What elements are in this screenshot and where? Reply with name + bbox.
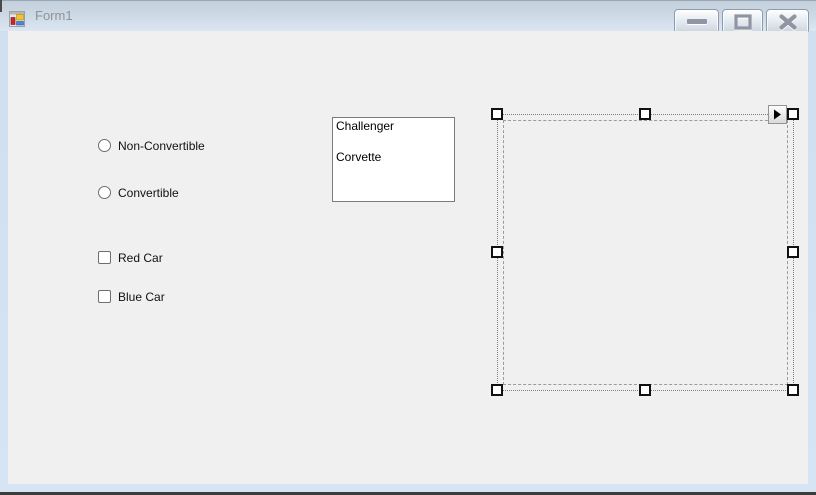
minimize-button[interactable] xyxy=(674,9,719,34)
checkbox-square-icon[interactable] xyxy=(98,251,111,264)
selection-handle-middle-left[interactable] xyxy=(491,246,503,258)
smart-tag-arrow-icon xyxy=(774,109,781,120)
radio-circle-icon[interactable] xyxy=(98,186,111,199)
checkbox-red-car[interactable]: Red Car xyxy=(98,250,163,265)
listbox-item[interactable]: Corvette xyxy=(336,150,382,164)
selection-handle-top-center[interactable] xyxy=(639,108,651,120)
selection-handle-top-right[interactable] xyxy=(787,108,799,120)
checkbox-blue-car[interactable]: Blue Car xyxy=(98,289,165,304)
listbox-item[interactable] xyxy=(336,135,454,151)
winforms-form-icon xyxy=(9,11,25,27)
screen-edge-corner xyxy=(0,0,2,12)
form-client-area xyxy=(8,31,808,484)
checkbox-label: Blue Car xyxy=(118,289,165,304)
radio-circle-icon[interactable] xyxy=(98,139,111,152)
radio-non-convertible[interactable]: Non-Convertible xyxy=(98,138,205,153)
window-title: Form1 xyxy=(35,8,73,23)
car-listbox[interactable]: Challenger Corvette xyxy=(332,117,455,202)
close-icon xyxy=(778,13,797,30)
listbox-item[interactable]: Challenger xyxy=(336,119,395,133)
selection-handle-bottom-left[interactable] xyxy=(491,384,503,396)
titlebar[interactable]: Form1 xyxy=(0,0,816,34)
selection-handle-bottom-center[interactable] xyxy=(639,384,651,396)
radio-convertible[interactable]: Convertible xyxy=(98,185,179,200)
maximize-icon xyxy=(733,13,752,30)
selection-handle-top-left[interactable] xyxy=(491,108,503,120)
checkbox-label: Red Car xyxy=(118,250,163,265)
selection-handle-middle-right[interactable] xyxy=(787,246,799,258)
smart-tag-button[interactable] xyxy=(768,105,787,124)
minimize-icon xyxy=(686,19,707,24)
radio-label: Convertible xyxy=(118,185,179,200)
picturebox-border xyxy=(503,120,788,385)
selection-handle-bottom-right[interactable] xyxy=(787,384,799,396)
screen-edge-bottom xyxy=(0,492,816,495)
radio-label: Non-Convertible xyxy=(118,138,205,153)
checkbox-square-icon[interactable] xyxy=(98,290,111,303)
close-button[interactable] xyxy=(766,9,809,34)
